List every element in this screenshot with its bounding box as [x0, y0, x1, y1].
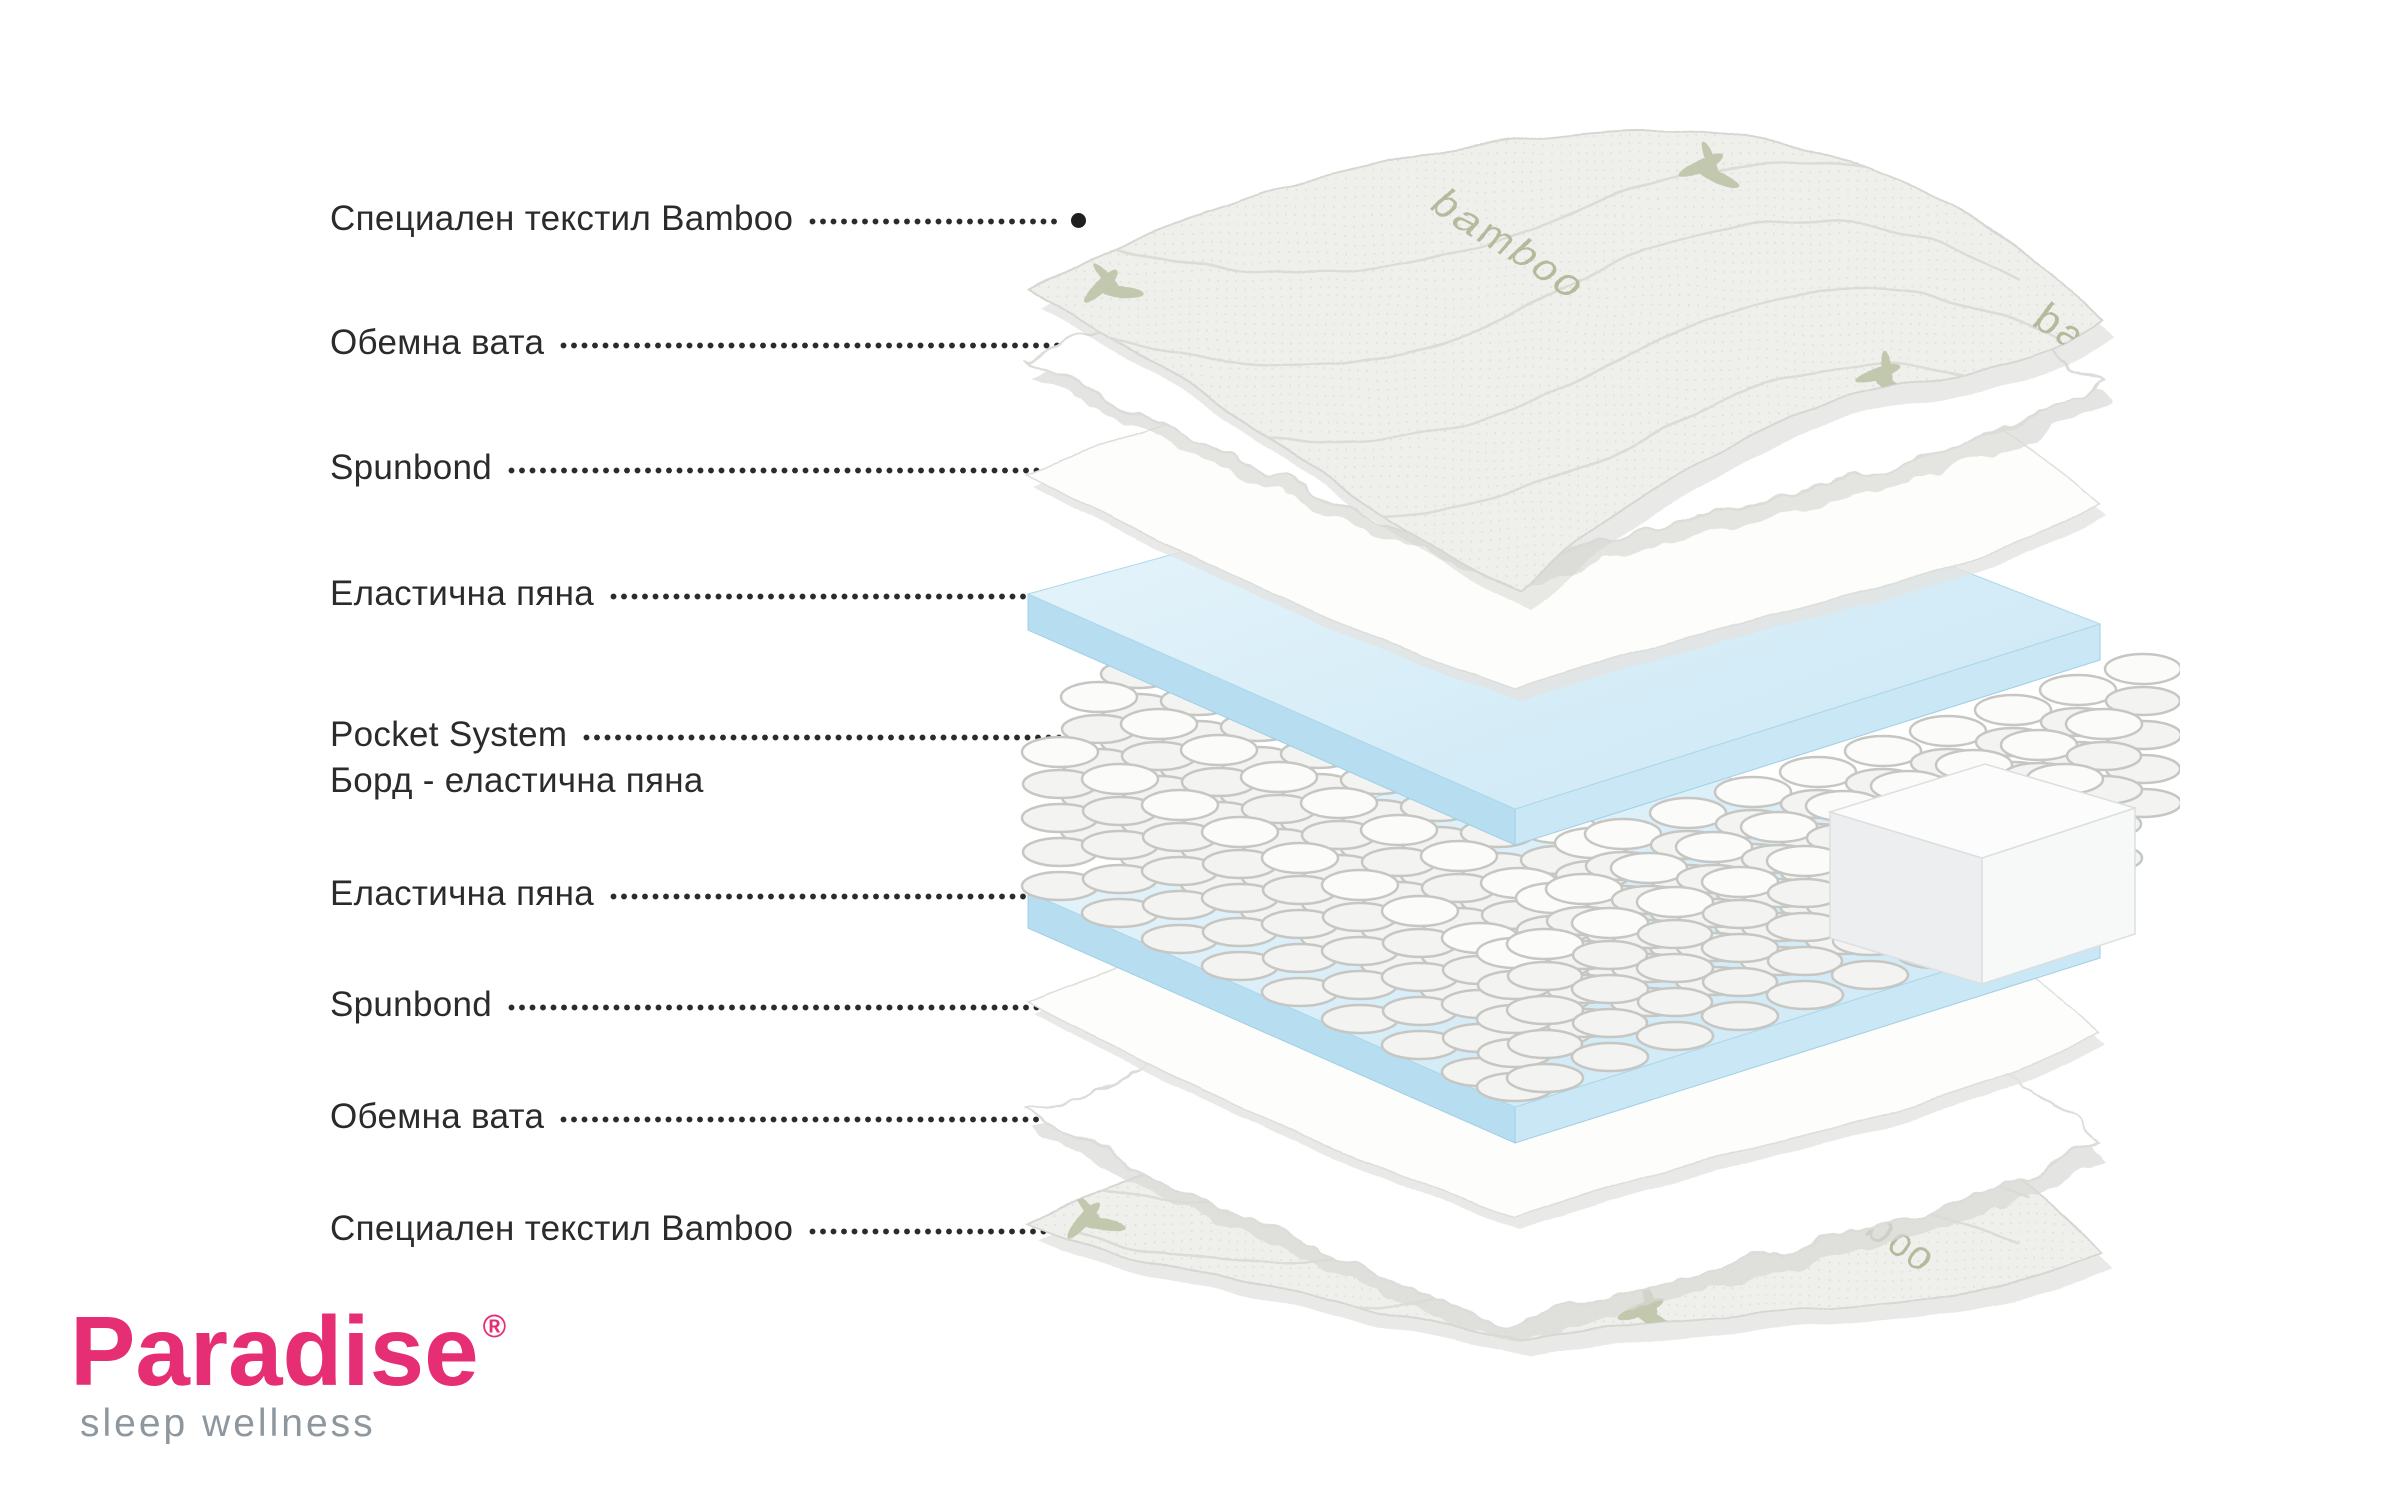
brand-name: Paradise	[70, 1296, 479, 1406]
leader-line	[609, 592, 1061, 600]
label-text: Специален текстил Bamboo	[330, 199, 794, 238]
label-row-wadding-bottom: Обемна вата	[330, 1094, 1086, 1140]
label-text: Еластична пяна	[330, 874, 594, 913]
label-row-wadding-top: Обемна вата	[330, 320, 1086, 366]
leader-line	[609, 892, 1061, 900]
leader-line	[508, 1003, 1061, 1011]
label-subtext: Борд - еластична пяна	[330, 761, 704, 800]
leader-line	[809, 217, 1061, 225]
label-row-foam-top: Еластична пяна	[330, 571, 1086, 617]
foam-border-block	[1827, 763, 2138, 986]
layer-bamboo-top: bamboo bamboo	[1025, 128, 2114, 609]
leader-line	[560, 1115, 1061, 1123]
registered-mark: ®	[482, 1308, 507, 1344]
label-row-spunbond-bottom: Spunbond	[330, 982, 1086, 1028]
mattress-layers-diagram: bamboo	[1000, 128, 2180, 1356]
label-row-spunbond-top: Spunbond	[330, 445, 1086, 491]
label-text: Spunbond	[330, 985, 493, 1024]
leader-line	[560, 341, 1061, 349]
label-row-pocket-system: Pocket System Борд - еластична пяна	[330, 712, 1086, 804]
label-text: Spunbond	[330, 448, 493, 487]
leader-dot	[1071, 212, 1086, 228]
label-text: Pocket System	[330, 715, 568, 754]
label-row-foam-bottom: Еластична пяна	[330, 871, 1086, 917]
label-text: Обемна вата	[330, 323, 545, 362]
brand-logo: Paradise® sleep wellness	[70, 1302, 506, 1446]
label-line: Pocket System	[330, 712, 1086, 758]
label-row-bamboo-bottom: Специален текстил Bamboo	[330, 1206, 1086, 1252]
brand-name-line: Paradise®	[70, 1302, 506, 1400]
label-row-bamboo-top: Специален текстил Bamboo	[330, 196, 1086, 242]
label-text: Специален текстил Bamboo	[330, 1209, 794, 1248]
brand-tagline: sleep wellness	[80, 1402, 376, 1445]
leader-line	[809, 1227, 1061, 1235]
label-text: Обемна вата	[330, 1097, 545, 1136]
label-text: Еластична пяна	[330, 574, 594, 613]
leader-line	[508, 466, 1061, 474]
leader-line	[583, 733, 1061, 741]
